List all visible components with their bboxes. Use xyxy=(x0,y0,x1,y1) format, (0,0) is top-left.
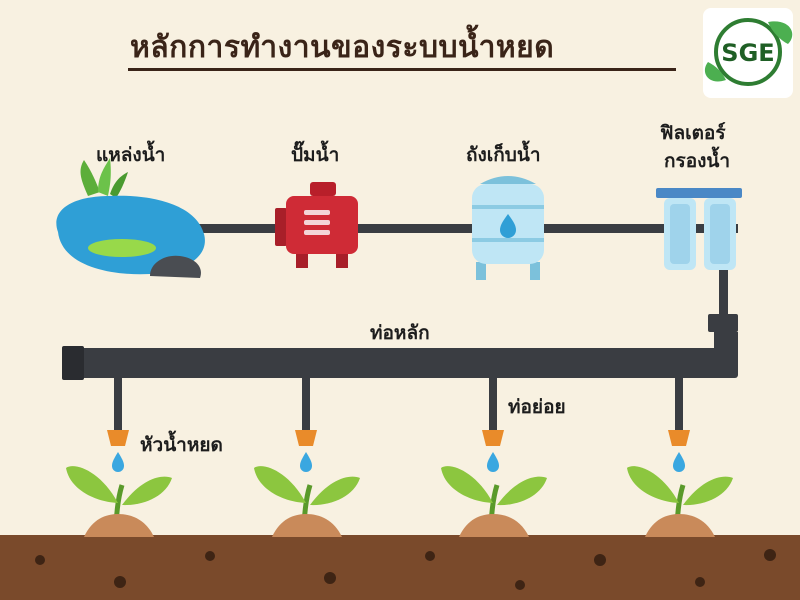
label-sub-pipe: ท่อย่อย xyxy=(508,396,566,418)
water-drop-icon xyxy=(300,452,312,472)
plant-leaf-icon xyxy=(497,476,547,506)
sub-pipe xyxy=(302,378,310,430)
soil-mound xyxy=(645,514,715,537)
pipe-coupling xyxy=(708,314,738,332)
label-dripper: หัวน้ำหยด xyxy=(140,434,223,456)
label-filter-line2: กรองน้ำ xyxy=(664,150,731,172)
label-main-pipe: ท่อหลัก xyxy=(370,322,430,344)
filter-icon xyxy=(656,188,742,270)
soil xyxy=(0,535,800,600)
label-tank: ถังเก็บน้ำ xyxy=(466,144,541,166)
logo-ring xyxy=(714,18,782,86)
plant-leaf-icon xyxy=(310,476,360,506)
sub-pipe xyxy=(114,378,122,430)
tank-icon xyxy=(472,176,544,280)
dripper-icon xyxy=(668,430,690,446)
dripper-icon xyxy=(107,430,129,446)
branches xyxy=(66,378,733,537)
main-pipe-endcap xyxy=(62,346,84,380)
plant-leaf-icon xyxy=(254,466,306,503)
plant-leaf-icon xyxy=(66,466,118,503)
logo-text: SGE xyxy=(721,39,774,67)
dripper-icon xyxy=(482,430,504,446)
label-water-source: แหล่งน้ำ xyxy=(96,144,166,166)
sub-pipe xyxy=(489,378,497,430)
title-underline xyxy=(128,68,676,71)
filter-outlet-pipe xyxy=(719,270,728,318)
pump-icon xyxy=(275,182,358,268)
dripper-icon xyxy=(295,430,317,446)
soil-mound xyxy=(272,514,342,537)
soil-mound xyxy=(84,514,154,537)
water-drop-icon xyxy=(487,452,499,472)
main-pipe xyxy=(64,348,738,378)
water-drop-icon xyxy=(112,452,124,472)
soil-mound xyxy=(459,514,529,537)
plant-leaf-icon xyxy=(441,466,493,503)
water-drop-icon xyxy=(673,452,685,472)
logo-leaf-icon xyxy=(704,62,726,82)
page-title: หลักการทำงานของระบบน้ำหยด xyxy=(130,30,555,65)
logo-leaf-icon xyxy=(768,21,793,44)
label-pump: ปั๊มน้ำ xyxy=(291,144,340,166)
plant-leaf-icon xyxy=(627,466,679,503)
logo: SGE xyxy=(703,8,793,98)
label-filter-line1: ฟิลเตอร์ xyxy=(660,122,726,144)
supply-pipe xyxy=(178,224,738,233)
plant-leaf-icon xyxy=(122,476,172,506)
pond-icon xyxy=(56,158,205,278)
sub-pipe xyxy=(675,378,683,430)
plant-leaf-icon xyxy=(683,476,733,506)
